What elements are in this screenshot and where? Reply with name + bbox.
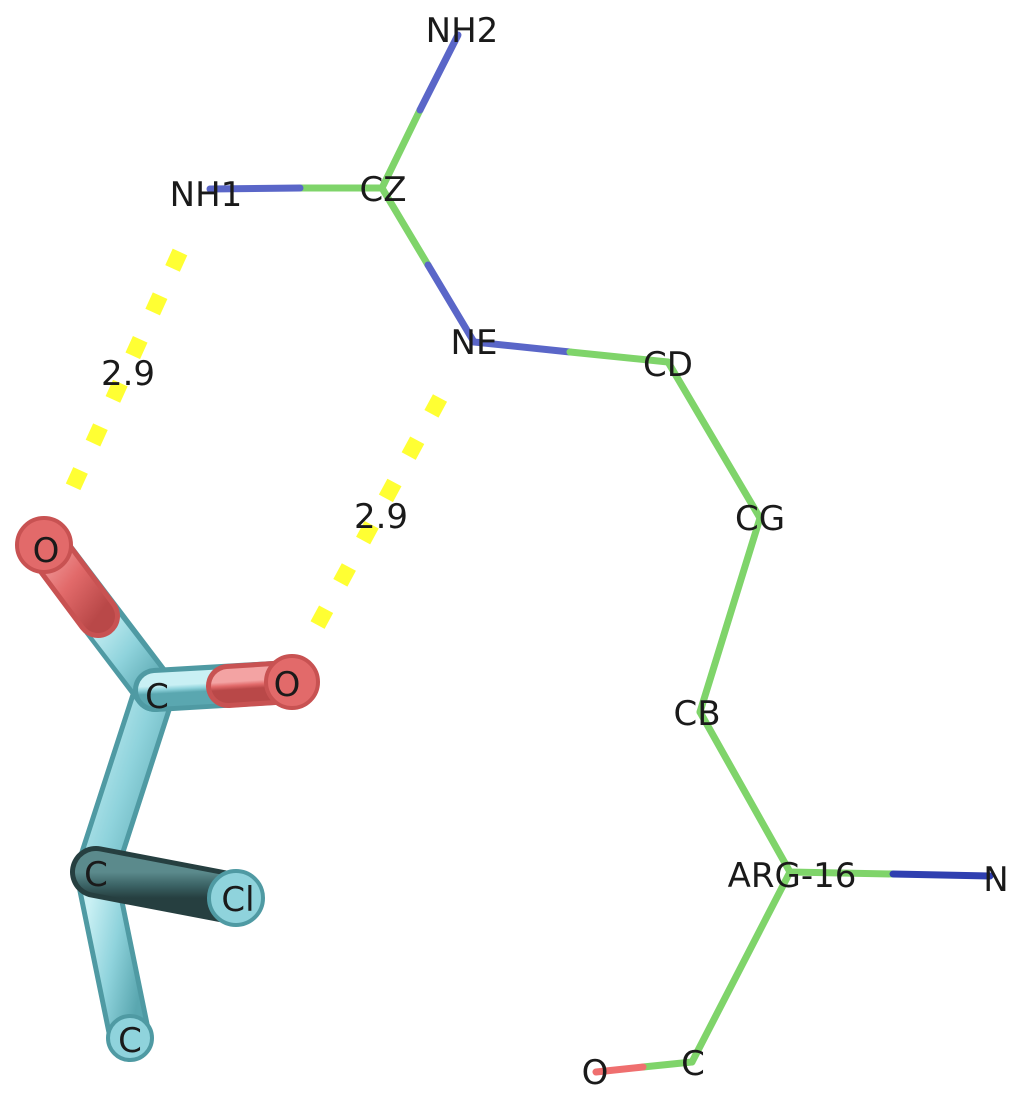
ligand-o2-atom <box>264 654 320 710</box>
bond-ca-c <box>688 868 794 1066</box>
ligand-c3-atom <box>106 1014 154 1062</box>
bond-c-o-carbon <box>639 1058 696 1071</box>
hydrogen-bonds <box>60 248 448 632</box>
hbond-distance-label-2: 2.9 <box>354 497 408 537</box>
atom-label-nh2: NH2 <box>426 11 499 51</box>
bond-cg-cb <box>696 514 764 716</box>
ligand-label-c1: C <box>145 677 169 717</box>
ligand-label-c3: C <box>118 1021 142 1061</box>
bond-cd-cg <box>664 358 764 522</box>
atom-label-cb: CB <box>673 694 720 734</box>
bond-cz-nh2-carbon <box>378 106 424 192</box>
atom-label-cd: CD <box>643 345 693 385</box>
atom-label-c: C <box>681 1044 705 1084</box>
bond-ca-n-carbon <box>786 868 897 878</box>
ligand-label-o2: O <box>274 665 301 705</box>
ligand-o1-atom <box>15 516 73 574</box>
residue-bonds <box>206 31 994 1076</box>
atom-label-o: O <box>582 1053 609 1093</box>
residue-labels: NH2 NH1 CZ NE CD CG CB ARG-16 N C O <box>170 11 1009 1093</box>
bond-ne-cd-nitrogen <box>470 338 574 356</box>
bond-cz-nh2-nitrogen <box>416 31 462 114</box>
ligand-labels: O O C C Cl C <box>33 531 301 1061</box>
residue-name-label: ARG-16 <box>728 856 857 896</box>
bond-ca-n-nitrogen <box>889 870 994 880</box>
bond-cz-ne-carbon <box>378 184 432 269</box>
atom-label-cg: CG <box>735 499 785 539</box>
atom-label-ne: NE <box>451 323 498 363</box>
atom-label-nh1: NH1 <box>170 175 243 215</box>
bond-cb-ca <box>696 708 794 876</box>
bond-cz-ne-nitrogen <box>424 261 478 346</box>
bond-ne-cd-carbon <box>566 348 672 366</box>
ligand-cl-atom <box>207 869 265 927</box>
bond-c-o-oxygen <box>592 1063 647 1076</box>
ligand-label-cl: Cl <box>221 880 254 920</box>
distance-labels: 2.9 2.9 <box>101 354 408 537</box>
ligand-label-c2: C <box>84 855 108 895</box>
hbond-distance-label-1: 2.9 <box>101 354 155 394</box>
atom-label-n: N <box>983 860 1008 900</box>
ligand-label-o1: O <box>33 531 60 571</box>
atom-label-cz: CZ <box>359 170 406 210</box>
ligand <box>15 516 320 1062</box>
bond-cz-nh1-nitrogen <box>206 184 304 193</box>
